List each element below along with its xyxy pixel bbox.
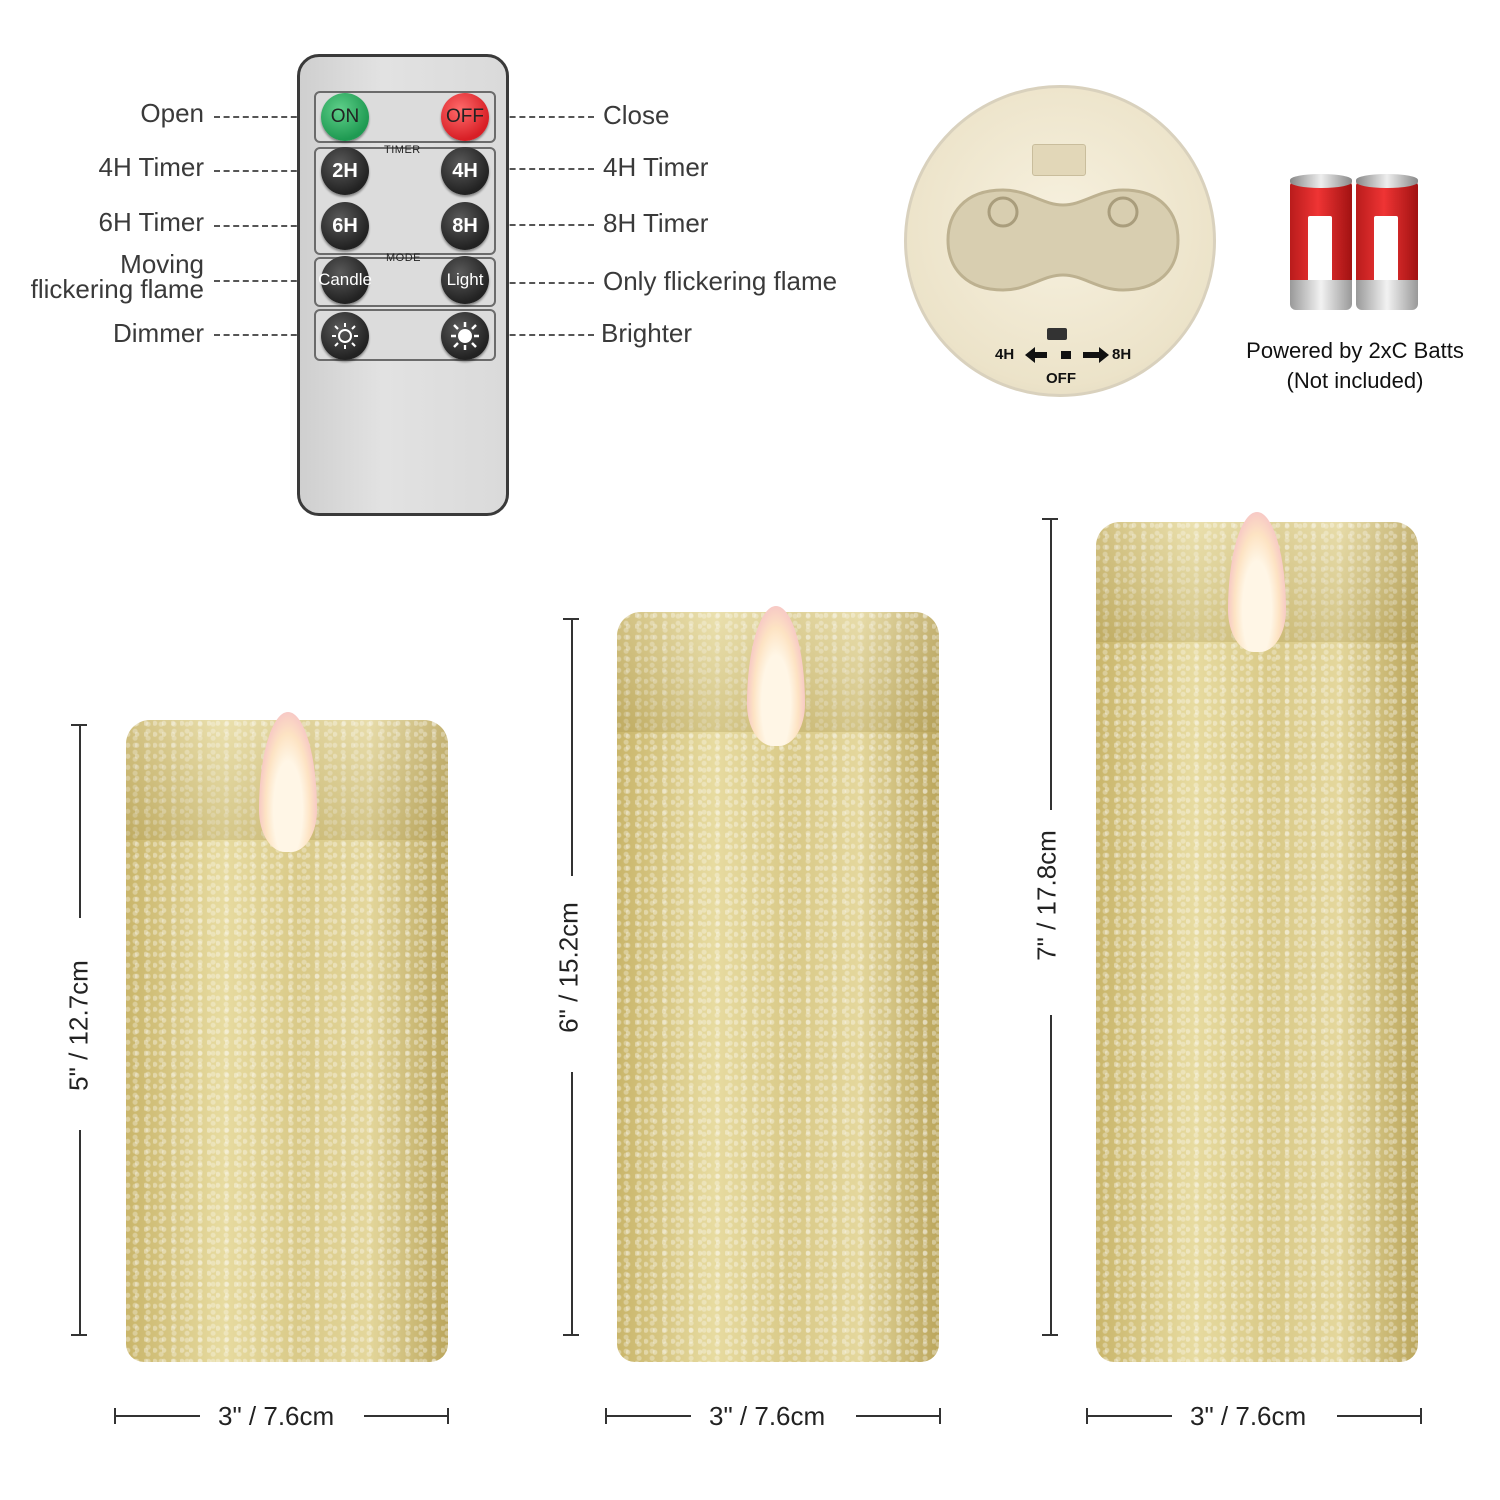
label-only-flickering-flame: Only flickering flame [603, 266, 838, 296]
battery-cap [1290, 174, 1352, 188]
label-dimmer: Dimmer [113, 318, 204, 348]
brighter-button[interactable] [441, 312, 489, 360]
label-4h-timer-left: 4H Timer [98, 152, 204, 182]
height-dimension-line [1050, 518, 1052, 810]
timer-8h-button[interactable]: 8H [441, 202, 489, 250]
remote-control: TIMER MODE ON OFF 2H 4H 6H 8H Candle Lig… [297, 54, 509, 516]
height-dimension-line [79, 724, 81, 918]
candle-mode-button[interactable]: Candle [318, 256, 372, 304]
candle-medium-height-label: 6" / 15.2cm [553, 902, 584, 1033]
height-dimension-line [79, 1130, 81, 1335]
candle-large-width-label: 3" / 7.6cm [1190, 1401, 1307, 1431]
leader-line [490, 116, 594, 118]
label-4h-timer-right: 4H Timer [603, 152, 709, 182]
leader-line [214, 280, 316, 282]
battery-brand-logo [1308, 216, 1332, 282]
candle-medium-width-label: 3" / 7.6cm [709, 1401, 826, 1431]
dimension-tick [1042, 518, 1058, 520]
leader-line [490, 168, 594, 170]
dimension-tick [71, 724, 87, 726]
battery-caption: Powered by 2xC Batts (Not included) [1215, 336, 1495, 396]
leader-line [214, 116, 316, 118]
battery-brand-logo [1374, 216, 1398, 282]
leader-line [214, 170, 316, 172]
candle-small-height-label: 5" / 12.7cm [63, 960, 94, 1091]
battery-c-cell [1290, 174, 1352, 310]
battery-slots [946, 188, 1180, 292]
battery-compartment: 4H 8H OFF [904, 85, 1216, 397]
battery-caption-line2: (Not included) [1286, 368, 1424, 393]
dimension-tick [939, 1408, 941, 1424]
switch-arrows-icon [1025, 347, 1109, 363]
timer-switch[interactable] [1047, 328, 1067, 340]
width-dimension-line [114, 1415, 200, 1417]
mode-group-title: MODE [386, 252, 421, 264]
width-dimension-line [364, 1415, 448, 1417]
battery-caption-line1: Powered by 2xC Batts [1246, 338, 1464, 363]
timer-6h-button[interactable]: 6H [321, 202, 369, 250]
width-dimension-line [856, 1415, 940, 1417]
off-button[interactable]: OFF [441, 93, 489, 141]
on-button[interactable]: ON [321, 93, 369, 141]
dimension-tick [1420, 1408, 1422, 1424]
height-dimension-line [1050, 1015, 1052, 1335]
sun-outline-icon [332, 323, 358, 349]
leader-line [490, 224, 594, 226]
switch-4h-label: 4H [995, 346, 1015, 363]
switch-8h-label: 8H [1112, 346, 1132, 363]
compartment-latch [1032, 144, 1086, 176]
battery-c-cell [1356, 174, 1418, 310]
dimension-tick [563, 1334, 579, 1336]
label-6h-timer: 6H Timer [98, 207, 204, 237]
dimension-tick [1042, 1334, 1058, 1336]
leader-line [214, 225, 316, 227]
battery-cap [1356, 174, 1418, 188]
battery-base [1356, 280, 1418, 310]
width-dimension-line [1337, 1415, 1421, 1417]
label-line: flickering flame [30, 274, 204, 304]
label-moving-flickering-flame: Moving flickering flame [20, 249, 204, 304]
label-open: Open [140, 98, 204, 128]
dimension-tick [605, 1408, 607, 1424]
dimension-tick [114, 1408, 116, 1424]
leader-line [490, 334, 594, 336]
candle-small-width-label: 3" / 7.6cm [218, 1401, 335, 1431]
sun-filled-icon [451, 322, 479, 350]
switch-off-label: OFF [1046, 370, 1076, 387]
battery-base [1290, 280, 1352, 310]
dimension-tick [447, 1408, 449, 1424]
dimension-tick [71, 1334, 87, 1336]
candle-large-height-label: 7" / 17.8cm [1031, 830, 1062, 961]
height-dimension-line [571, 1072, 573, 1336]
dimension-tick [563, 618, 579, 620]
width-dimension-line [605, 1415, 691, 1417]
timer-group-title: TIMER [384, 144, 421, 156]
label-brighter: Brighter [601, 318, 693, 348]
dimmer-button[interactable] [321, 312, 369, 360]
label-line: Moving [120, 249, 204, 279]
label-8h-timer: 8H Timer [603, 208, 709, 238]
timer-2h-button[interactable]: 2H [321, 147, 369, 195]
light-mode-button[interactable]: Light [441, 256, 489, 304]
height-dimension-line [571, 618, 573, 876]
leader-line [214, 334, 316, 336]
label-close: Close [603, 100, 670, 130]
dimension-tick [1086, 1408, 1088, 1424]
timer-4h-button[interactable]: 4H [441, 147, 489, 195]
leader-line [490, 282, 594, 284]
width-dimension-line [1086, 1415, 1172, 1417]
